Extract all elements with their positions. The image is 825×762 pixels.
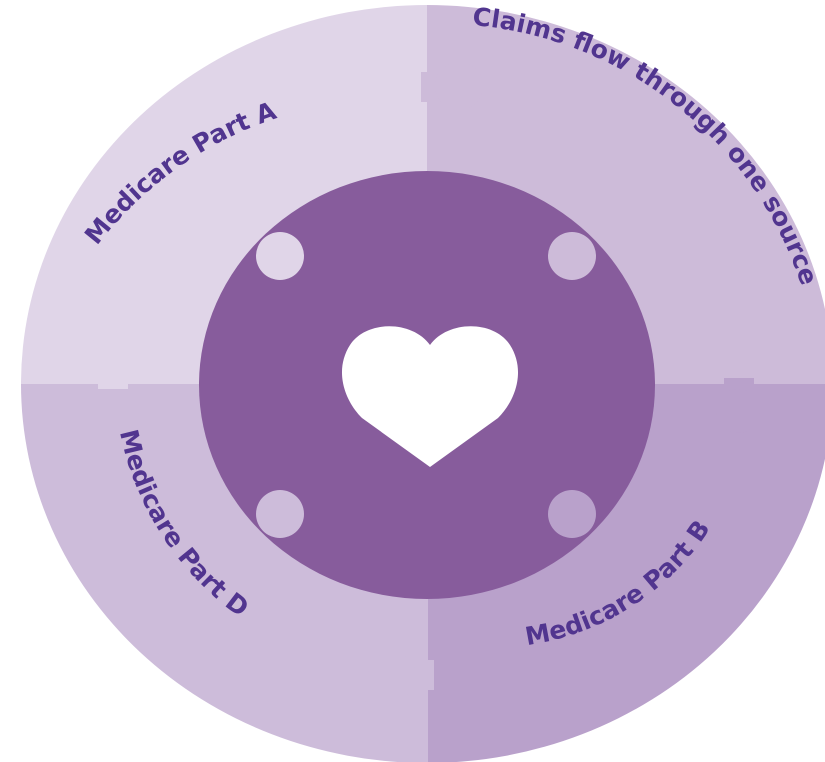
tab-bottom bbox=[368, 652, 434, 700]
heart-icon bbox=[341, 326, 519, 467]
tab-right bbox=[716, 378, 760, 433]
tab-top bbox=[421, 62, 483, 110]
tab-left bbox=[89, 331, 135, 389]
